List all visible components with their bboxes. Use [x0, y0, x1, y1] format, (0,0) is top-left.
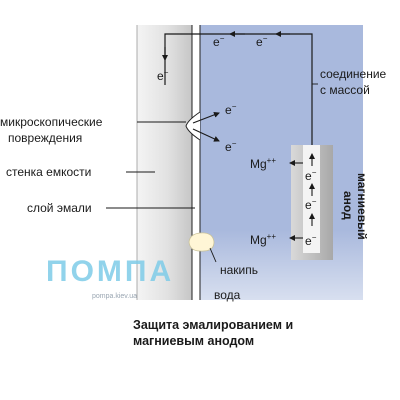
damage-electron-arrow-down: [192, 128, 220, 142]
mg-ion-lower: Mg++: [250, 232, 276, 247]
svg-text:e−: e−: [225, 102, 237, 117]
figure-caption: Защита эмалированием и магниевым анодом: [133, 317, 363, 349]
water-label: вода: [214, 288, 241, 302]
svg-text:e−: e−: [225, 139, 237, 154]
connection-label-line-2: с массой: [320, 83, 370, 97]
electron-anode-1: e−: [305, 168, 317, 183]
svg-text:e−: e−: [213, 34, 225, 49]
svg-text:Mg++: Mg++: [250, 156, 276, 171]
svg-text:e−: e−: [305, 197, 317, 212]
electron-anode-2: e−: [305, 197, 317, 212]
scale-leader-line: [209, 247, 217, 263]
svg-text:e−: e−: [157, 68, 169, 83]
damage-electron-arrow-up: [192, 111, 220, 124]
caption-line-1: Защита эмалированием и: [133, 318, 294, 332]
tank-wall-label: стенка емкости: [6, 165, 91, 179]
watermark-url: pompa.kiev.ua: [92, 293, 137, 300]
svg-text:e−: e−: [305, 233, 317, 248]
enamel-layer: [192, 25, 200, 300]
anode-core: [303, 145, 320, 253]
electron-anode-3: e−: [305, 233, 317, 248]
watermark-logo: ПОМПА: [46, 255, 174, 288]
scale-deposit: [188, 232, 215, 252]
svg-text:e−: e−: [256, 34, 268, 49]
electron-wire-left: e−: [213, 34, 225, 49]
electron-wire-right: e−: [256, 34, 268, 49]
enamel-damage-notch: [185, 111, 201, 141]
svg-text:Mg++: Mg++: [250, 232, 276, 247]
anode-label-line-2: анод: [341, 191, 355, 220]
scale-label: накипь: [220, 263, 258, 277]
mg-ion-upper: Mg++: [250, 156, 276, 171]
anode-label-line-1: магниевый: [355, 173, 369, 240]
electron-wall: e−: [157, 68, 169, 83]
damage-label-line-2: повреждения: [8, 131, 82, 145]
electron-damage-lower: e−: [225, 139, 237, 154]
connection-label-line-1: соединение: [320, 67, 387, 81]
svg-text:e−: e−: [305, 168, 317, 183]
anode-label: магниевый анод: [341, 173, 369, 240]
damage-label-line-1: микроскопические: [0, 115, 103, 129]
electron-damage-upper: e−: [225, 102, 237, 117]
water-fade: [200, 230, 363, 300]
caption-line-2: магниевым анодом: [133, 334, 255, 348]
enamel-layer-label: слой эмали: [27, 201, 92, 215]
